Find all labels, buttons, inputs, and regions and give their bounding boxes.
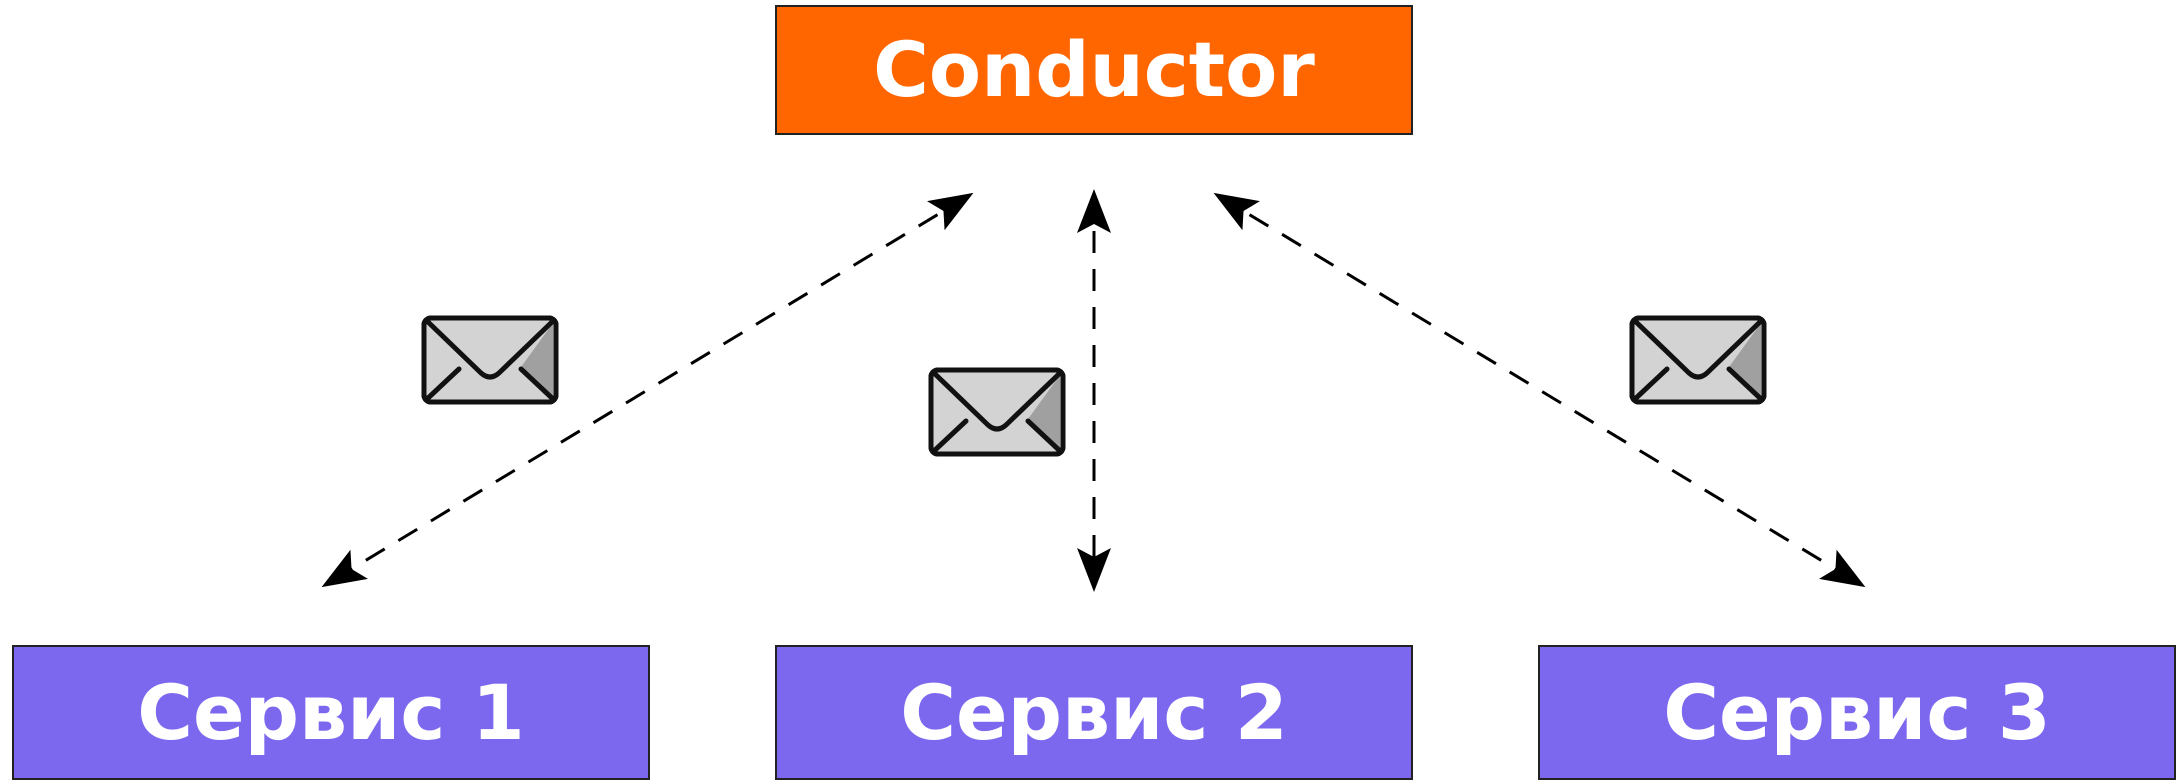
service-1-box: Сервис 1	[12, 645, 650, 780]
service-1-label: Сервис 1	[137, 667, 525, 757]
envelope-icon	[928, 367, 1066, 457]
service-2-box: Сервис 2	[775, 645, 1413, 780]
arrow-conductor-service-3	[1213, 192, 1866, 588]
service-2-label: Сервис 2	[900, 667, 1288, 757]
service-3-box: Сервис 3	[1538, 645, 2176, 780]
envelope-icon	[1629, 315, 1767, 405]
arrow-conductor-service-1	[321, 192, 974, 588]
conductor-box: Conductor	[775, 5, 1413, 135]
envelope-icon	[421, 315, 559, 405]
conductor-label: Conductor	[873, 25, 1315, 114]
service-3-label: Сервис 3	[1663, 667, 2051, 757]
